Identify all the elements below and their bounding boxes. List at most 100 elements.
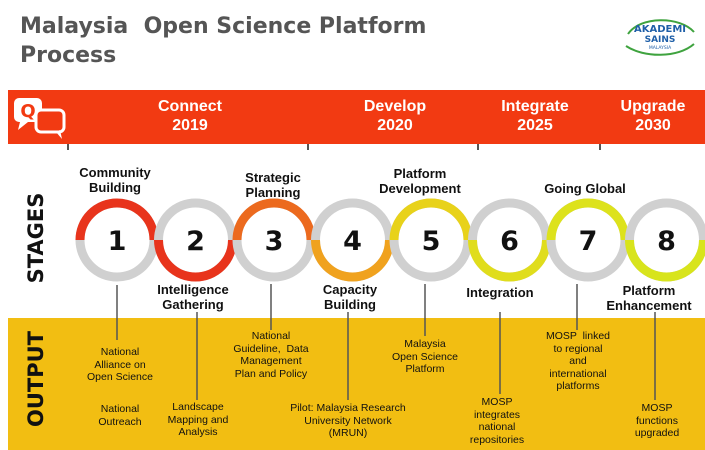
output-line: MOSP — [481, 396, 513, 408]
stage-number-3: 3 — [265, 226, 284, 257]
stage-label-line: Development — [379, 181, 461, 196]
stage-number-4: 4 — [343, 226, 362, 257]
output-line: Landscape — [172, 401, 224, 413]
phase-name: Connect — [158, 98, 222, 115]
output-line: National — [100, 403, 140, 415]
stage-label-line: Community — [79, 165, 151, 180]
stage-label-line: Building — [324, 297, 376, 312]
stage-label-line: Intelligence — [157, 282, 229, 297]
stage-label-6: Integration — [440, 285, 560, 300]
output-line: international — [549, 367, 607, 380]
output-mosp-linked: MOSP linked to regional and internationa… — [528, 330, 628, 393]
stage-label-line: Platform — [393, 166, 447, 181]
stage-label-line: Capacity — [322, 282, 378, 297]
logo-text-3: MALAYSIA — [649, 45, 672, 51]
output-mosp: Malaysia Open Science Platform — [370, 338, 480, 376]
output-line: Alliance on — [94, 358, 146, 371]
output-national-outreach: National Outreach — [70, 403, 170, 428]
stage-number-1: 1 — [108, 226, 127, 257]
output-national-guideline: National Guideline, Data Management Plan… — [210, 330, 332, 380]
output-line: repositories — [469, 433, 525, 446]
phase-integrate: Integrate 2025 — [485, 97, 585, 135]
output-mosp-integrates: MOSP integrates national repositories — [455, 396, 539, 446]
stage-label-5: Platform Development — [350, 166, 490, 196]
output-line: Guideline, Data — [233, 342, 309, 355]
chat-icon: Q — [14, 98, 66, 139]
output-line: MOSP — [641, 402, 673, 414]
output-line: MOSP linked — [546, 330, 610, 342]
phase-year: 2020 — [377, 117, 413, 134]
title-line-2: Process — [20, 43, 117, 68]
stage-arc-5 — [389, 198, 473, 241]
phase-name: Develop — [363, 98, 427, 115]
stage-label-line: Planning — [245, 185, 301, 200]
output-band — [8, 318, 705, 450]
output-line: National — [251, 330, 291, 342]
output-line: platforms — [556, 380, 600, 392]
output-line: Analysis — [178, 426, 218, 438]
stage-label-3: Strategic Planning — [213, 170, 333, 200]
output-landscape-mapping: Landscape Mapping and Analysis — [148, 401, 248, 439]
logo-text-2: SAINS — [645, 35, 676, 45]
stage-label-2: Intelligence Gathering — [133, 282, 253, 312]
title-line-1: Malaysia Open Science Platform — [20, 14, 427, 39]
output-line: National — [100, 346, 140, 358]
phase-develop: Develop 2020 — [345, 97, 445, 135]
output-line: Platform — [405, 363, 445, 375]
output-line: upgraded — [634, 427, 680, 439]
stage-arc-8 — [625, 239, 705, 282]
stage-arc-2 — [154, 239, 237, 282]
phase-name: Integrate — [501, 98, 569, 115]
output-line: national — [478, 421, 516, 433]
phase-year: 2030 — [635, 117, 671, 134]
output-line: (MRUN) — [328, 427, 368, 439]
stage-label-7: Going Global — [520, 181, 650, 196]
stage-number-8: 8 — [657, 226, 676, 257]
stage-arc-6 — [468, 239, 551, 282]
output-mosp-functions: MOSP functions upgraded — [615, 402, 699, 440]
stage-label-line: Integration — [466, 285, 534, 300]
output-line: and — [569, 355, 587, 367]
stage-label-line: Enhancement — [606, 298, 692, 313]
timeline-banner — [8, 90, 705, 144]
stage-arc-3 — [232, 198, 316, 241]
svg-text:Q: Q — [20, 101, 35, 122]
akademi-sains-logo: AKADEMI SAINS MALAYSIA — [625, 19, 695, 56]
output-line: Open Science — [392, 350, 458, 363]
phase-name: Upgrade — [620, 98, 686, 115]
stage-label-1: Community Building — [55, 165, 175, 195]
output-line: functions — [635, 414, 679, 427]
stage-number-7: 7 — [579, 226, 598, 257]
stage-label-8: Platform Enhancement — [595, 283, 703, 313]
output-line: Mapping and — [167, 413, 229, 426]
output-line: integrates — [473, 408, 521, 421]
phase-year: 2019 — [172, 117, 208, 134]
stage-label-line: Strategic — [245, 170, 301, 185]
output-pilot-mrun: Pilot: Malaysia Research University Netw… — [262, 402, 434, 440]
output-line: University Network — [304, 414, 392, 427]
output-line: Outreach — [98, 415, 142, 428]
page-title: Malaysia Open Science Platform Process — [20, 12, 426, 70]
phase-connect: Connect 2019 — [140, 97, 240, 135]
stage-arc-7 — [546, 198, 630, 241]
stage-label-4: Capacity Building — [290, 282, 410, 312]
stage-number-2: 2 — [186, 226, 205, 257]
output-line: Pilot: Malaysia Research — [290, 402, 406, 414]
logo-text-1: AKADEMI — [634, 24, 686, 35]
phase-year: 2025 — [517, 117, 553, 134]
phase-upgrade: Upgrade 2030 — [603, 97, 703, 135]
stage-label-line: Going Global — [544, 181, 626, 196]
stage-number-5: 5 — [422, 226, 441, 257]
stage-label-line: Platform — [622, 283, 676, 298]
output-national-alliance: National Alliance on Open Science — [70, 346, 170, 384]
stage-label-line: Building — [89, 180, 141, 195]
output-line: Malaysia — [404, 338, 446, 350]
stage-number-6: 6 — [500, 226, 519, 257]
output-line: Management — [240, 355, 302, 367]
stage-arc-1 — [75, 198, 159, 241]
output-line: Open Science — [87, 371, 153, 383]
output-line: to regional — [553, 342, 603, 355]
stage-arc-4 — [311, 239, 394, 282]
stage-label-line: Gathering — [162, 297, 224, 312]
